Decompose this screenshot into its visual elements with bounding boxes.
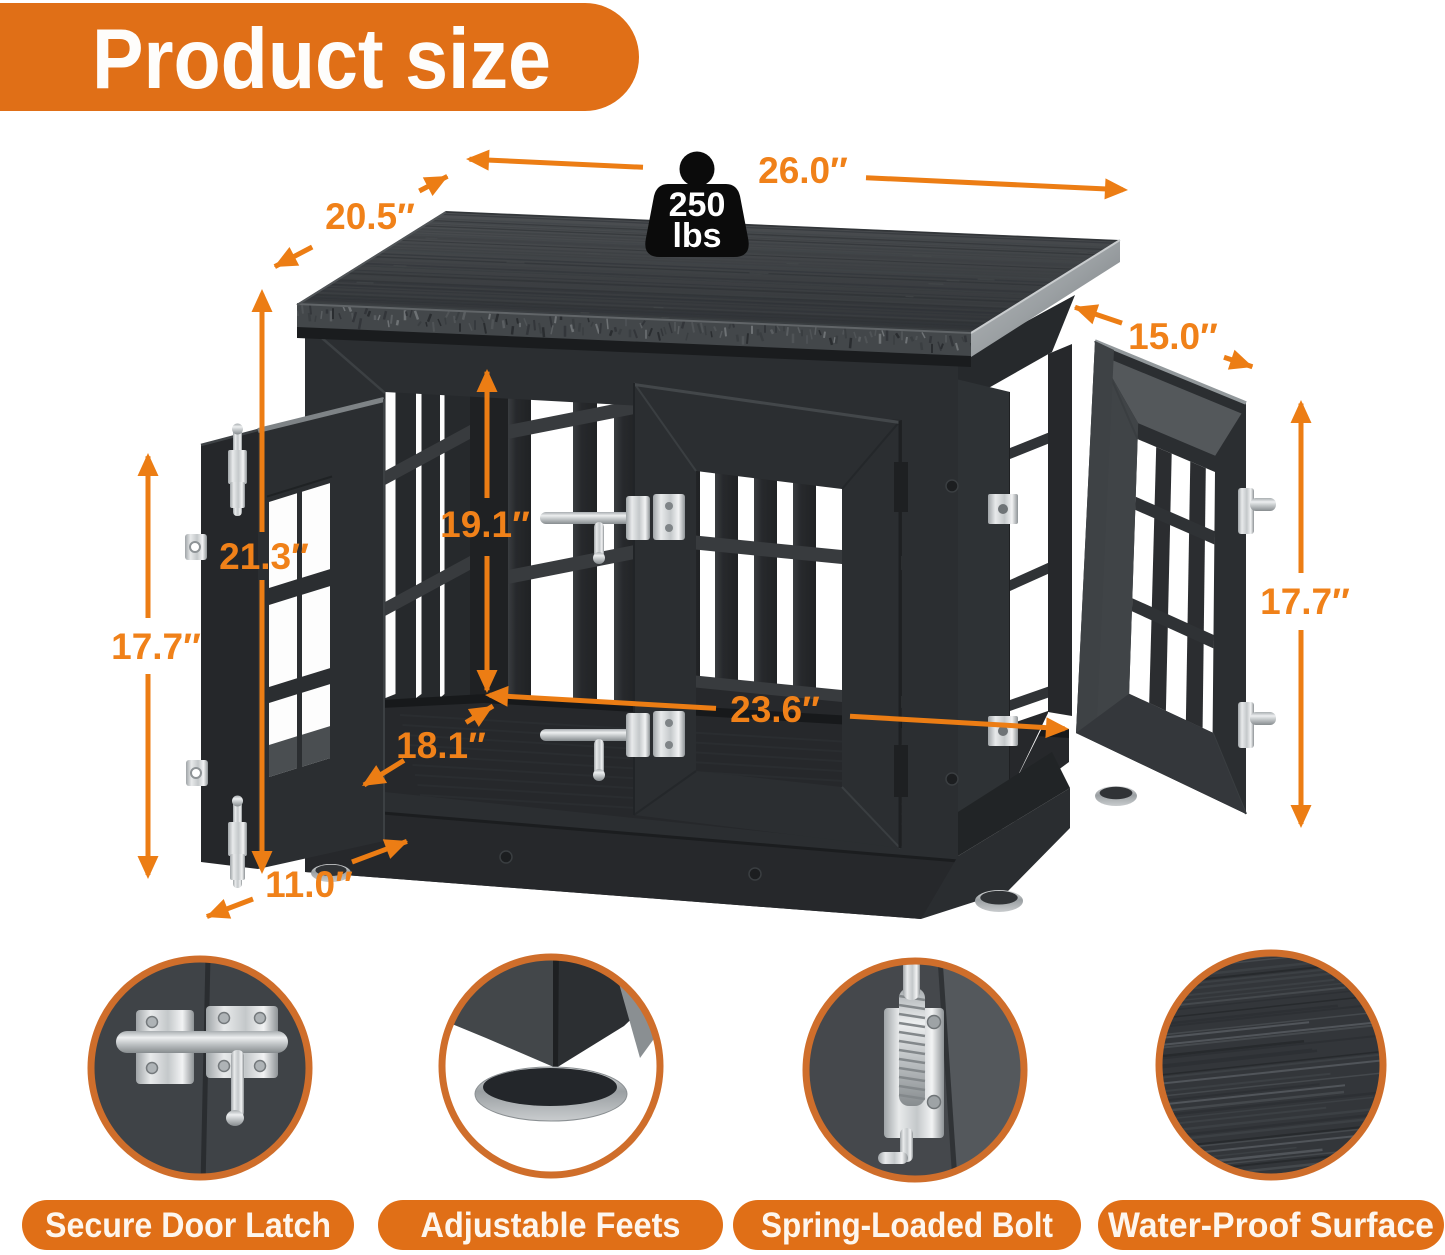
- svg-text:17.7″: 17.7″: [111, 626, 201, 667]
- svg-text:15.0″: 15.0″: [1128, 316, 1218, 357]
- svg-text:23.6″: 23.6″: [730, 689, 820, 730]
- svg-text:Spring-Loaded Bolt: Spring-Loaded Bolt: [761, 1206, 1053, 1245]
- svg-text:11.0″: 11.0″: [265, 864, 353, 905]
- svg-text:lbs: lbs: [672, 217, 721, 255]
- svg-text:Adjustable Feets: Adjustable Feets: [421, 1206, 681, 1245]
- svg-text:26.0″: 26.0″: [758, 150, 848, 191]
- svg-text:Product size: Product size: [92, 12, 551, 107]
- svg-text:Water-Proof Surface: Water-Proof Surface: [1108, 1206, 1434, 1245]
- svg-text:21.3″: 21.3″: [219, 536, 309, 577]
- svg-text:250: 250: [669, 186, 726, 224]
- svg-text:20.5″: 20.5″: [325, 196, 415, 237]
- svg-text:18.1″: 18.1″: [396, 725, 486, 766]
- svg-text:17.7″: 17.7″: [1260, 581, 1350, 622]
- svg-text:Secure Door Latch: Secure Door Latch: [45, 1206, 331, 1245]
- svg-text:19.1″: 19.1″: [440, 504, 530, 545]
